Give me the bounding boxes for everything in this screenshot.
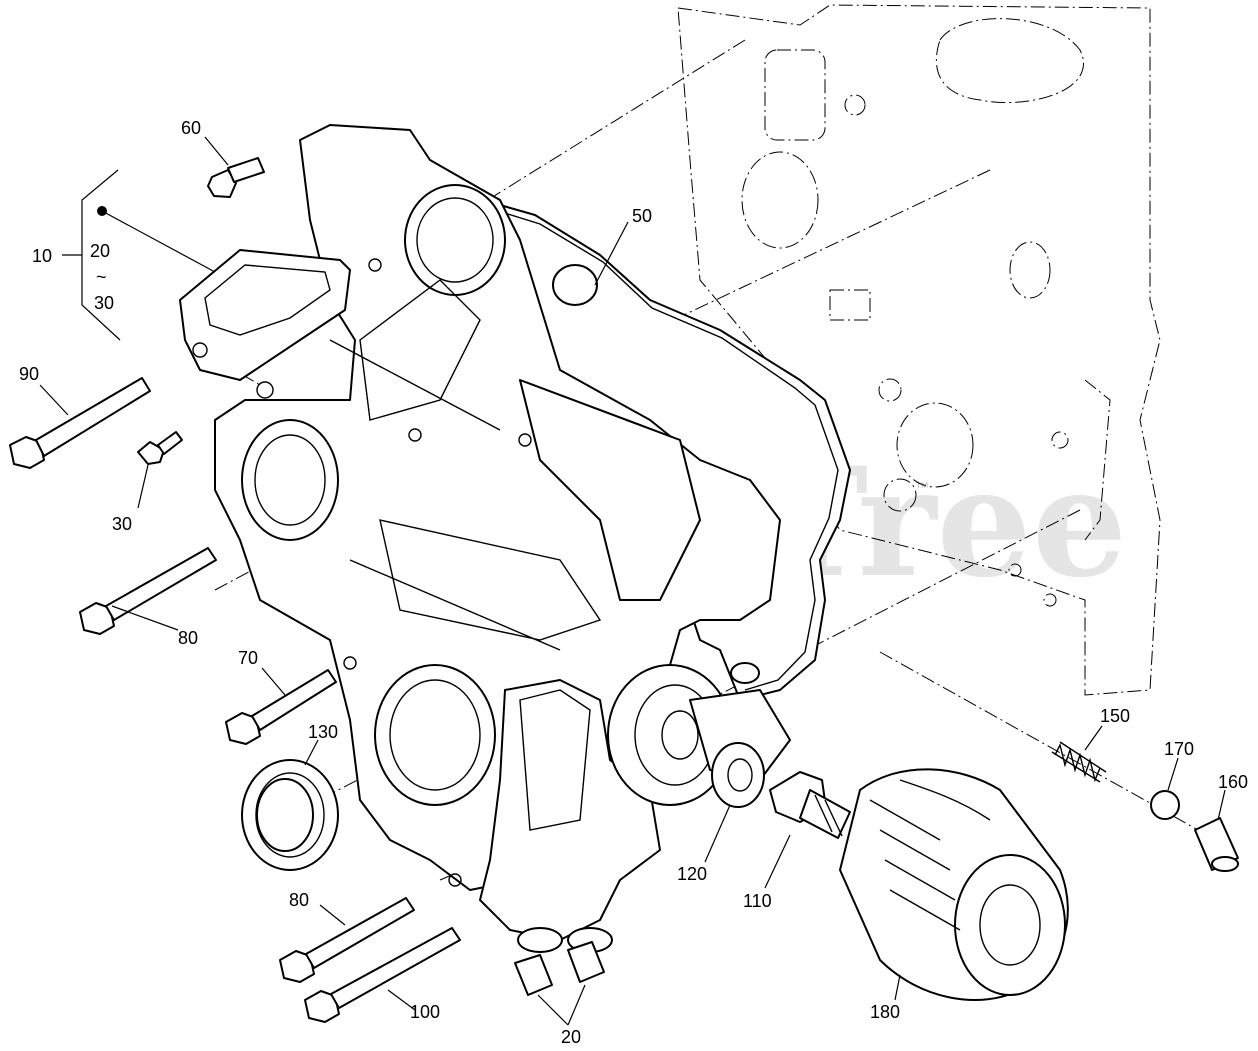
bolt-part-70 [225, 669, 337, 745]
callout-150: 150 [1100, 706, 1130, 726]
callout-80-upper: 80 [178, 628, 198, 648]
flange-part-10 [179, 249, 351, 399]
pin-part-30 [137, 431, 183, 465]
callout-80-lower: 80 [289, 890, 309, 910]
callout-110: 110 [743, 891, 772, 911]
callout-100: 100 [410, 1002, 440, 1022]
bracket-top-label: 20 [90, 241, 110, 261]
callout-20: 20 [561, 1027, 581, 1047]
bolt-part-60 [207, 157, 265, 198]
bracket-bottom-label: 30 [94, 293, 114, 313]
oil-filter-part-180 [839, 768, 1069, 1001]
callout-130: 130 [308, 722, 338, 742]
callout-10: 10 [32, 246, 52, 266]
callout-120: 120 [677, 864, 707, 884]
callout-60: 60 [181, 118, 201, 138]
callout-160: 160 [1218, 772, 1248, 792]
bolt-part-80-lower [279, 897, 415, 983]
o-ring-part-120 [711, 742, 765, 808]
spring-part-150 [1051, 741, 1107, 783]
bolt-part-80-upper [79, 547, 217, 635]
bolt-part-100 [304, 927, 461, 1023]
ball-part-170 [1150, 790, 1180, 820]
callout-50: 50 [632, 206, 652, 226]
connector-part-110 [769, 771, 851, 839]
bolt-part-90 [9, 377, 151, 469]
callout-90: 90 [19, 364, 39, 384]
watermark-trademark: ™ [915, 479, 929, 495]
callout-labels: 10 60 50 90 30 80 70 130 150 170 160 120… [19, 118, 1248, 1047]
bushing-part-160 [1194, 817, 1239, 872]
oil-seal-part-130 [241, 759, 339, 871]
bracket-group-10: 20 ~ 30 [62, 169, 216, 341]
leader-lines [39, 136, 1226, 1026]
callout-30: 30 [112, 514, 132, 534]
oil-pump-plate [607, 664, 791, 806]
bracket-tilde-label: ~ [96, 267, 107, 287]
callout-70: 70 [238, 648, 258, 668]
engine-block-outline [677, 4, 1161, 696]
oil-filter-bracket [479, 679, 661, 953]
callout-180: 180 [870, 1002, 900, 1022]
callout-170: 170 [1164, 739, 1194, 759]
plug-parts-20 [514, 941, 605, 996]
